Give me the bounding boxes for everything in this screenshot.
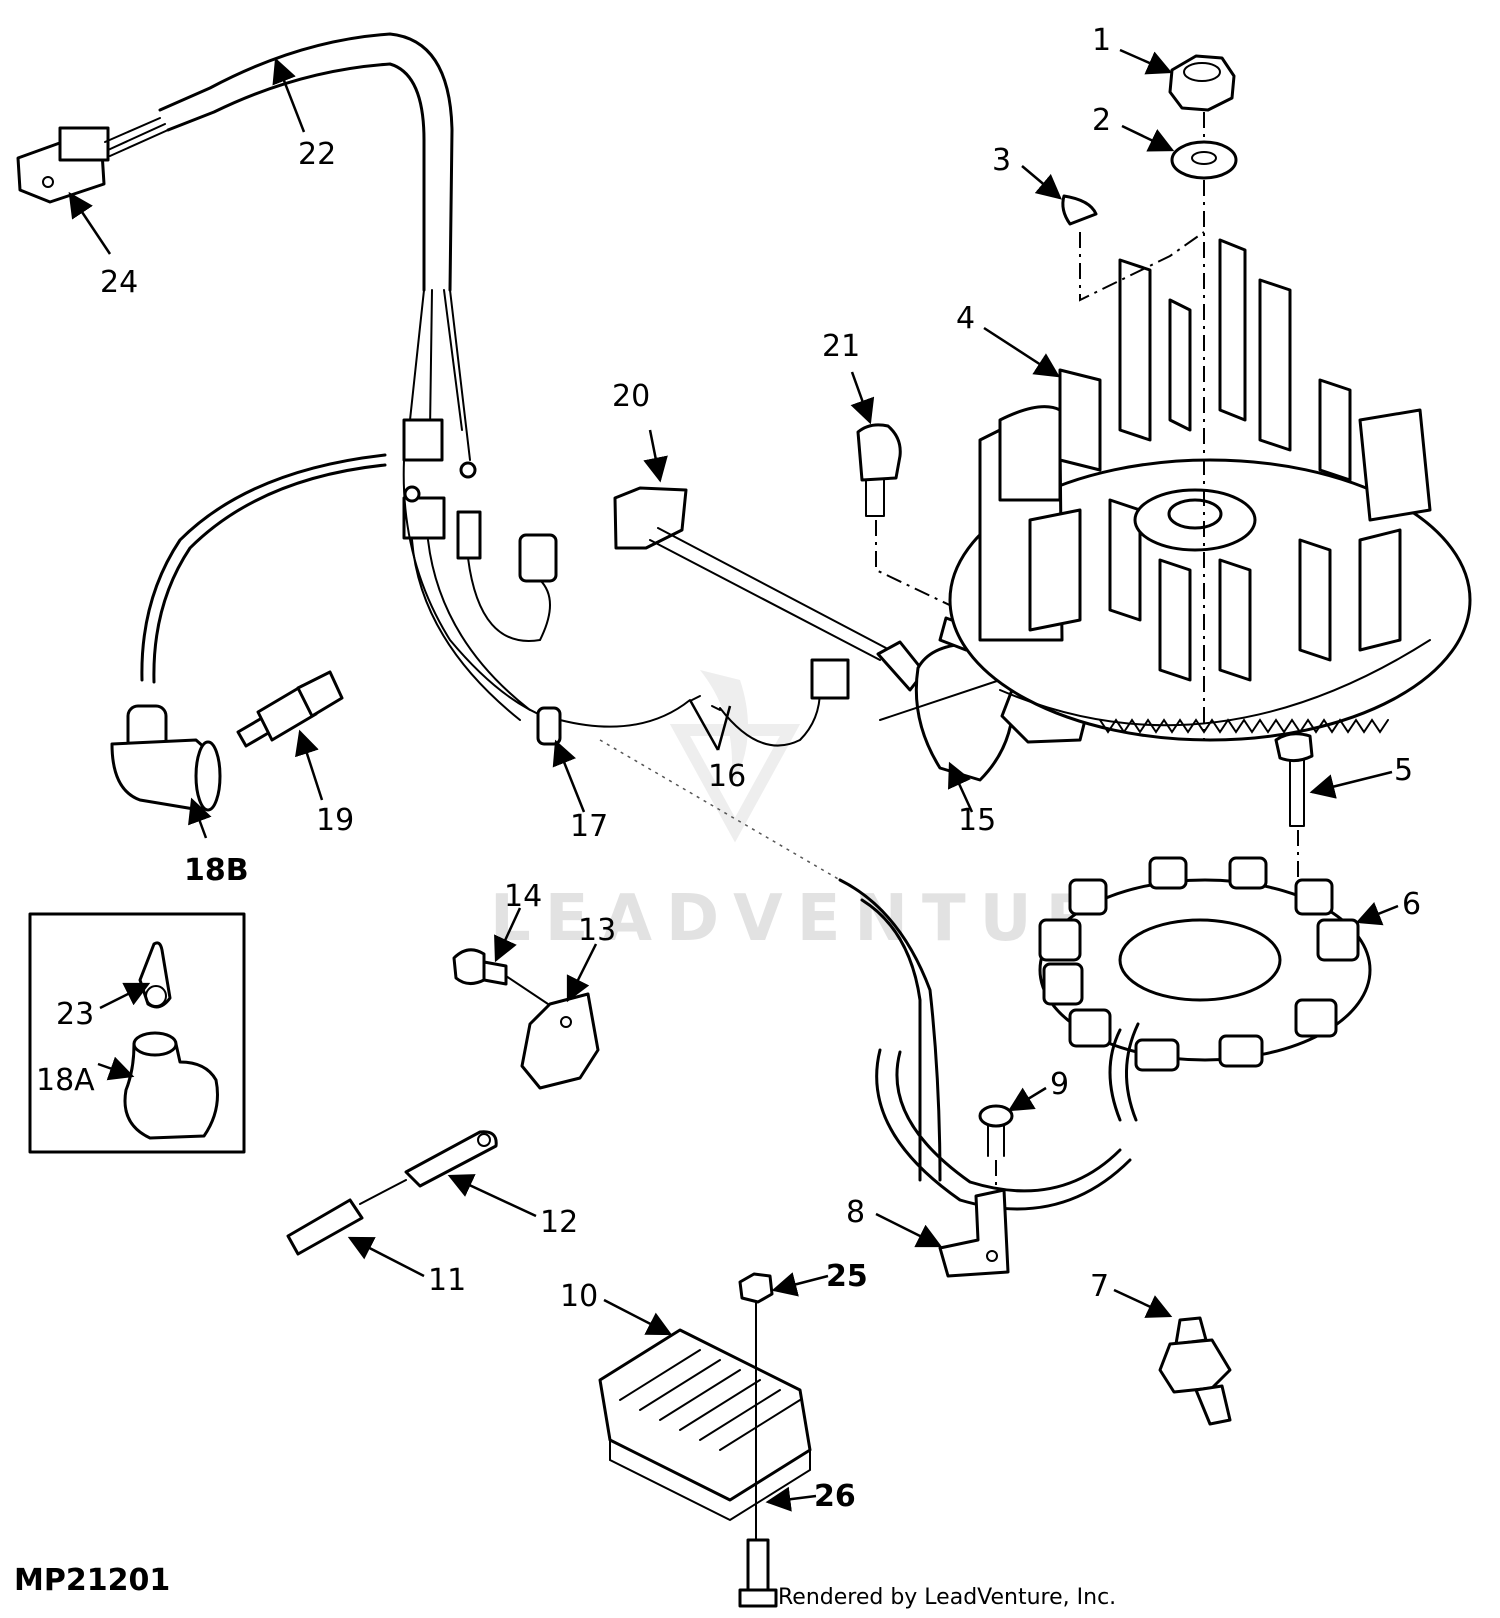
callout-18b: 18B bbox=[184, 853, 249, 888]
callout-14: 14 bbox=[504, 879, 542, 914]
part-16-wires bbox=[559, 658, 850, 747]
part-17-clip bbox=[536, 706, 562, 746]
callout-26: 26 bbox=[814, 1479, 856, 1514]
callout-18a: 18A bbox=[36, 1063, 95, 1098]
part-6-stator bbox=[1038, 856, 1372, 1122]
part-2-washer bbox=[1170, 140, 1238, 180]
part-8-clamp bbox=[938, 1188, 1010, 1278]
part-3-key bbox=[1061, 194, 1098, 226]
callout-11: 11 bbox=[428, 1263, 466, 1298]
callout-1: 1 bbox=[1092, 23, 1111, 58]
part-9-screw bbox=[978, 1104, 1014, 1200]
callout-8: 8 bbox=[846, 1195, 865, 1230]
callout-22: 22 bbox=[298, 137, 336, 172]
part-18b-spark-boot bbox=[110, 453, 387, 812]
callout-24: 24 bbox=[100, 265, 138, 300]
part-21-screw bbox=[856, 423, 961, 650]
part-14-screw bbox=[452, 948, 508, 986]
callout-15: 15 bbox=[958, 803, 996, 838]
callout-13: 13 bbox=[578, 913, 616, 948]
part-24-connector bbox=[16, 117, 169, 204]
callout-6: 6 bbox=[1402, 887, 1421, 922]
callout-19: 19 bbox=[316, 803, 354, 838]
part-19-spark-plug bbox=[236, 670, 344, 748]
credit-text: Rendered by LeadVenture, Inc. bbox=[778, 1585, 1116, 1610]
callout-7: 7 bbox=[1090, 1269, 1109, 1304]
part-20-spark-plug-wire bbox=[613, 486, 887, 661]
callout-labels: 1 2 3 4 5 6 7 8 9 10 11 12 13 14 15 16 1… bbox=[36, 23, 1421, 1514]
figure-id: MP21201 bbox=[14, 1563, 170, 1598]
part-10-regulator bbox=[598, 1328, 812, 1522]
callout-9: 9 bbox=[1050, 1067, 1069, 1102]
inset-box bbox=[28, 912, 246, 1154]
part-12-bracket bbox=[404, 1130, 498, 1188]
callout-2: 2 bbox=[1092, 103, 1111, 138]
callout-10: 10 bbox=[560, 1279, 598, 1314]
part-11-pin bbox=[286, 1179, 407, 1256]
part-4-flywheel bbox=[948, 238, 1472, 742]
callout-3: 3 bbox=[992, 143, 1011, 178]
centerline-key bbox=[1079, 231, 1205, 302]
callout-21: 21 bbox=[822, 329, 860, 364]
callout-17: 17 bbox=[570, 809, 608, 844]
charging-wire bbox=[599, 739, 1132, 1211]
part-26-bolt bbox=[738, 1419, 778, 1608]
part-13-rectifier bbox=[505, 975, 600, 1090]
part-18a-boot bbox=[123, 1042, 219, 1140]
callout-23: 23 bbox=[56, 997, 94, 1032]
callout-4: 4 bbox=[956, 301, 975, 336]
leader-lines bbox=[68, 48, 1399, 1512]
callout-16: 16 bbox=[708, 759, 746, 794]
part-22-wire-harness bbox=[158, 32, 558, 721]
part-7-fitting bbox=[1158, 1316, 1232, 1426]
callout-25: 25 bbox=[826, 1259, 868, 1294]
callout-12: 12 bbox=[540, 1205, 578, 1240]
callout-20: 20 bbox=[612, 379, 650, 414]
callout-5: 5 bbox=[1394, 753, 1413, 788]
part-1-nut bbox=[1168, 54, 1236, 112]
